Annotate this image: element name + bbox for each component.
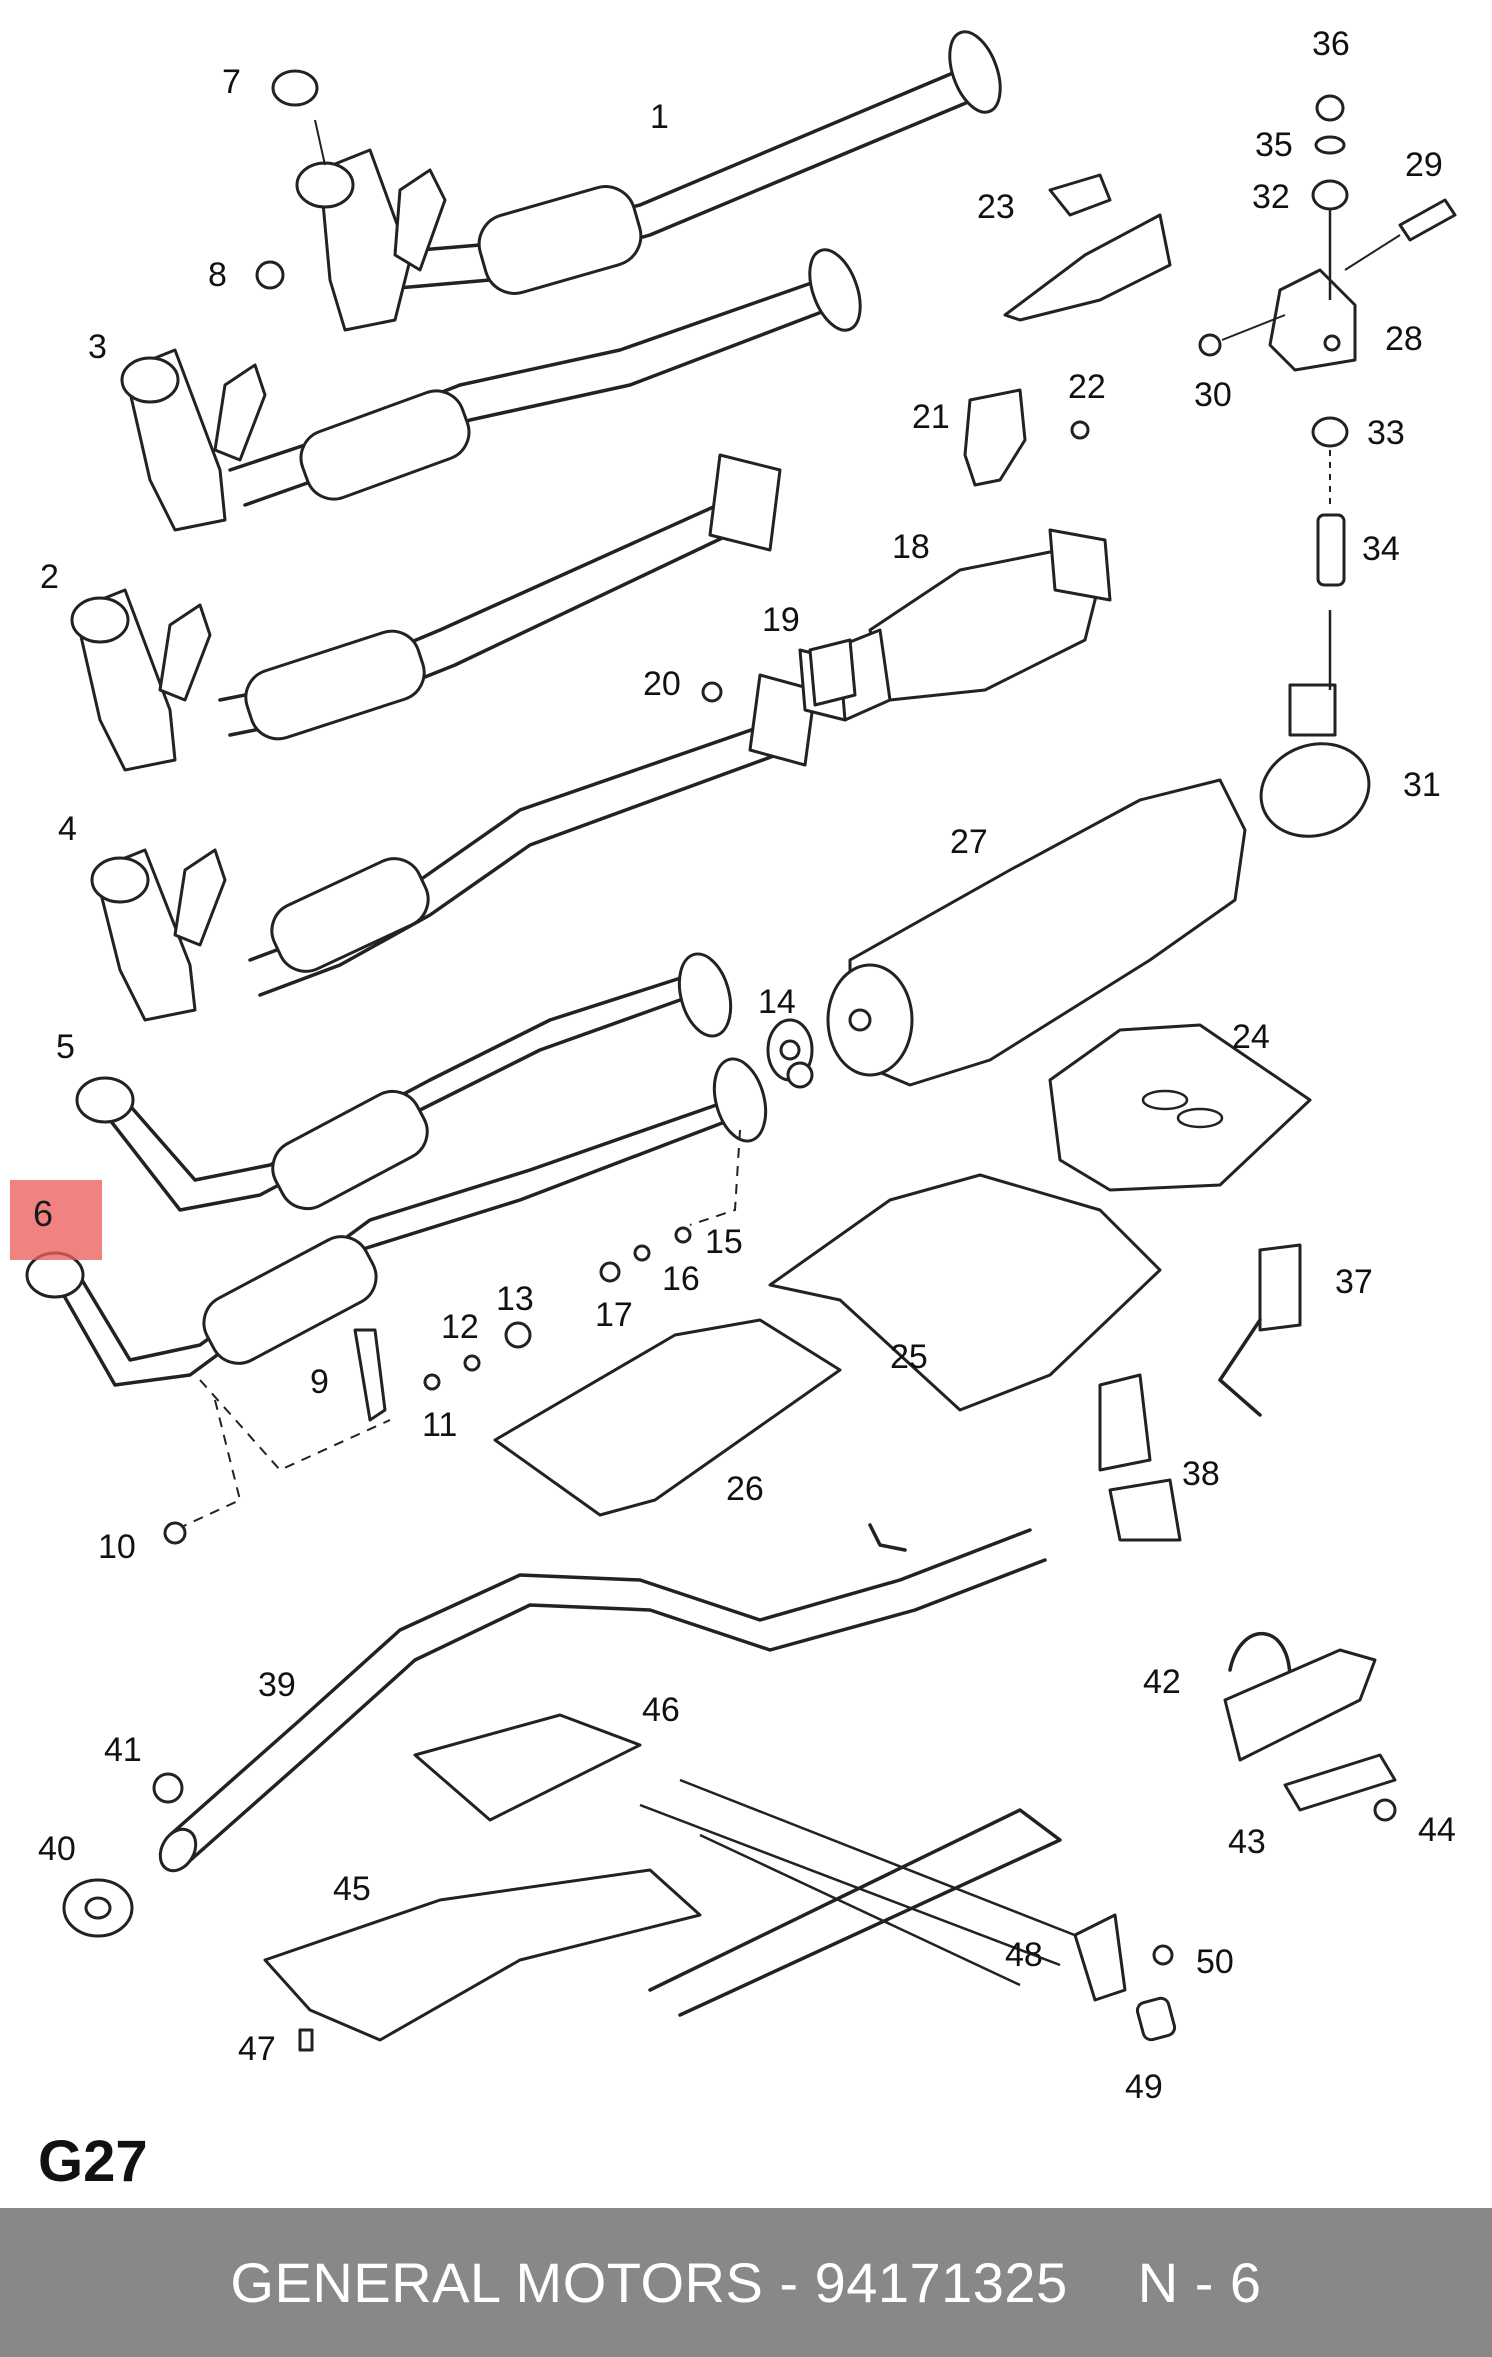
exhaust-line-art xyxy=(25,30,1457,2052)
callout-19: 19 xyxy=(762,601,800,639)
callout-21: 21 xyxy=(912,398,950,436)
callout-42: 42 xyxy=(1143,1663,1181,1701)
callout-13: 13 xyxy=(496,1280,534,1318)
callout-22: 22 xyxy=(1068,368,1106,406)
reference-number: N - 6 xyxy=(1137,2251,1262,2314)
callout-50: 50 xyxy=(1196,1943,1234,1981)
callout-29: 29 xyxy=(1405,146,1443,184)
callout-23: 23 xyxy=(977,188,1015,226)
callout-33: 33 xyxy=(1367,414,1405,452)
callout-12: 12 xyxy=(441,1308,479,1346)
callout-18: 18 xyxy=(892,528,930,566)
exhaust-parts-diagram: 6 1 2 3 4 5 7 8 9 10 11 12 13 14 15 16 1… xyxy=(10,25,1457,2194)
callout-5: 5 xyxy=(56,1028,75,1066)
tail-pipe xyxy=(158,1523,1047,1873)
callout-6-highlighted: 6 xyxy=(33,1193,54,1234)
front-pipe-4 xyxy=(90,673,817,1022)
silencer-clamp-and-mount xyxy=(1198,94,1457,838)
callout-8: 8 xyxy=(208,256,227,294)
callout-36: 36 xyxy=(1312,25,1350,63)
brand-part-number: GENERAL MOTORS - 94171325 xyxy=(230,2251,1068,2314)
callout-47: 47 xyxy=(238,2030,276,2068)
front-pipe-1 xyxy=(255,30,1002,332)
callout-2: 2 xyxy=(40,558,59,596)
callout-17: 17 xyxy=(595,1296,633,1334)
callout-49: 49 xyxy=(1125,2068,1163,2106)
callout-31: 31 xyxy=(1403,766,1441,804)
callout-3: 3 xyxy=(88,328,107,366)
callout-10: 10 xyxy=(98,1528,136,1566)
callout-43: 43 xyxy=(1228,1823,1266,1861)
callout-48: 48 xyxy=(1005,1936,1043,1974)
callout-27: 27 xyxy=(950,823,988,861)
callout-38: 38 xyxy=(1182,1455,1220,1493)
callout-40: 40 xyxy=(38,1830,76,1868)
callout-37: 37 xyxy=(1335,1263,1373,1301)
callout-26: 26 xyxy=(726,1470,764,1508)
front-pipe-3 xyxy=(120,248,862,532)
callout-30: 30 xyxy=(1194,376,1232,414)
callout-46: 46 xyxy=(642,1691,680,1729)
floor-shields xyxy=(263,1713,1101,2042)
rear-silencer xyxy=(766,778,1247,1087)
front-pipe-2 xyxy=(70,453,782,772)
highlighted-callout-box xyxy=(10,1180,102,1260)
front-pipe-6 xyxy=(25,1057,768,1531)
callout-32: 32 xyxy=(1252,178,1290,216)
callout-11: 11 xyxy=(422,1406,458,1444)
callout-16: 16 xyxy=(662,1260,700,1298)
heat-shields xyxy=(493,173,1312,1517)
callout-28: 28 xyxy=(1385,320,1423,358)
callout-9: 9 xyxy=(310,1363,329,1401)
callout-34: 34 xyxy=(1362,530,1400,568)
callout-14: 14 xyxy=(758,983,796,1021)
rear-mounts xyxy=(62,1631,1397,2052)
callout-7: 7 xyxy=(222,63,241,101)
small-hardware xyxy=(163,388,1302,1545)
callout-4: 4 xyxy=(58,810,77,848)
front-pipe-5 xyxy=(75,952,733,1212)
callout-45: 45 xyxy=(333,1870,371,1908)
callout-41: 41 xyxy=(104,1731,142,1769)
callout-15: 15 xyxy=(705,1223,743,1261)
callout-44: 44 xyxy=(1418,1811,1456,1849)
callout-25: 25 xyxy=(890,1338,928,1376)
diagram-code: G27 xyxy=(38,2129,148,2194)
footer-caption-bar: GENERAL MOTORS - 94171325 N - 6 xyxy=(0,2208,1492,2357)
callout-39: 39 xyxy=(258,1666,296,1704)
callout-20: 20 xyxy=(643,665,681,703)
callout-35: 35 xyxy=(1255,126,1293,164)
callout-24: 24 xyxy=(1232,1018,1270,1056)
callout-1: 1 xyxy=(650,98,669,136)
